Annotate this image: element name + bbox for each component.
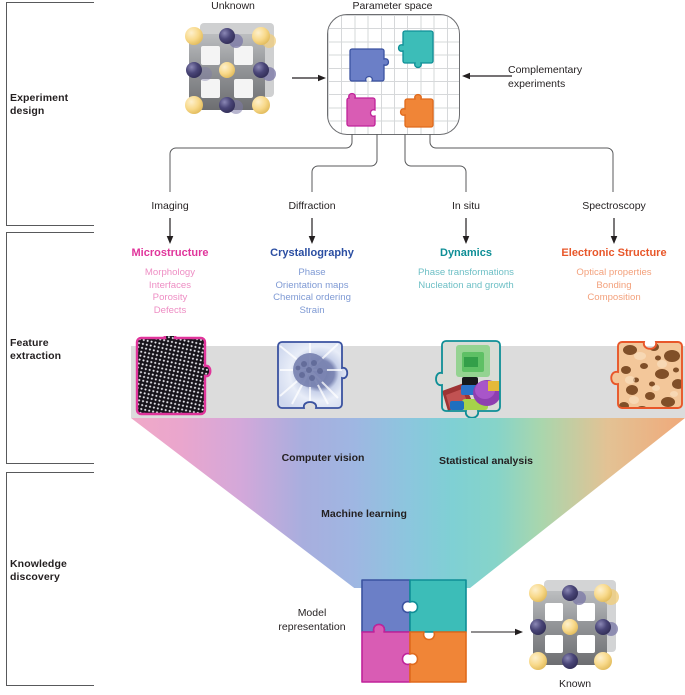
- unknown-label: Unknown: [211, 0, 255, 12]
- branch-technique-label: Spectroscopy: [582, 200, 646, 212]
- stage-label-line1: Knowledge: [10, 558, 67, 570]
- branch-item: Phase transformations: [418, 266, 514, 278]
- feature-extraction-band: [131, 346, 685, 418]
- branch-items-crystallography: Phase Orientation maps Chemical ordering…: [247, 267, 377, 318]
- branch-technique-label: Diffraction: [288, 200, 336, 212]
- analysis-funnel: [131, 418, 685, 588]
- branch-items-electronic-structure: Optical properties Bonding Composition: [543, 267, 685, 305]
- model-label-line2: representation: [278, 620, 346, 633]
- arrow-model-to-known: [471, 624, 523, 636]
- parameter-space-label: Parameter space: [352, 0, 433, 12]
- branch-item: Defects: [153, 304, 187, 316]
- branch-connectors: [169, 134, 614, 192]
- complementary-line1: Complementary: [508, 64, 583, 76]
- branch-technique-label: Imaging: [151, 200, 189, 212]
- branch-heading-microstructure: Microstructure: [131, 246, 209, 259]
- branch-item: Phase: [298, 266, 326, 278]
- branch-item: Chemical ordering: [273, 292, 351, 304]
- branch-item: Composition: [587, 292, 641, 304]
- funnel-label-computer-vision: Computer vision: [281, 452, 365, 464]
- feature-piece-crystallography: [276, 340, 362, 425]
- puzzle-piece-teal: [397, 29, 439, 71]
- branch-column-diffraction: Diffraction Crystallography Phase Orient…: [247, 200, 377, 318]
- model-label-line1: Model: [297, 607, 327, 619]
- stage-label-line2: discovery: [10, 571, 60, 584]
- stage-bracket-feature-extraction: [6, 232, 94, 464]
- puzzle-piece-magenta: [341, 90, 383, 132]
- branch-item: Optical properties: [576, 266, 652, 278]
- model-representation-puzzle: [358, 576, 470, 691]
- branch-item: Orientation maps: [275, 279, 349, 291]
- arrow-down-icon: [166, 217, 174, 244]
- branch-items-dynamics: Phase transformations Nucleation and gro…: [391, 267, 541, 292]
- branch-item: Strain: [299, 304, 325, 316]
- feature-piece-microstructure: [131, 331, 215, 425]
- stage-label-feature-extraction: Feature extraction: [10, 337, 61, 364]
- puzzle-piece-blue: [348, 47, 390, 87]
- stage-label-line2: extraction: [10, 350, 62, 363]
- branch-column-spectroscopy: Spectroscopy Electronic Structure Optica…: [543, 200, 685, 305]
- stage-label-line2: design: [10, 105, 45, 118]
- branch-item: Morphology: [144, 266, 196, 278]
- branch-item: Nucleation and growth: [418, 279, 514, 291]
- stage-label-line1: Experiment: [10, 92, 69, 104]
- branch-item: Interfaces: [148, 279, 192, 291]
- arrow-down-icon: [462, 217, 470, 244]
- branch-item: Porosity: [152, 292, 188, 304]
- stage-label-experiment-design: Experiment design: [10, 92, 68, 119]
- branch-heading-dynamics: Dynamics: [440, 246, 492, 259]
- puzzle-piece-orange: [397, 93, 441, 133]
- stage-bracket-knowledge-discovery: [6, 472, 94, 686]
- unknown-crystal-lattice: [183, 22, 283, 127]
- branch-items-microstructure: Morphology Interfaces Porosity Defects: [110, 267, 230, 318]
- stage-bracket-experiment-design: [6, 2, 94, 226]
- funnel-label-statistical-analysis: Statistical analysis: [439, 455, 533, 467]
- stage-label-knowledge-discovery: Knowledge discovery: [10, 558, 67, 585]
- complementary-line2: experiments: [508, 77, 566, 90]
- arrow-unknown-to-parameter-space: [292, 70, 326, 82]
- feature-piece-dynamics: [434, 339, 516, 430]
- branch-column-in-situ: In situ Dynamics Phase transformations N…: [391, 200, 541, 292]
- known-label: Known: [558, 678, 592, 690]
- branch-technique-label: In situ: [451, 200, 480, 212]
- stage-label-line1: Feature: [10, 337, 49, 349]
- arrow-complementary-experiments: [462, 68, 512, 80]
- branch-heading-electronic-structure: Electronic Structure: [561, 246, 667, 259]
- model-representation-label: Model representation: [262, 607, 362, 634]
- known-crystal-lattice: [527, 579, 623, 675]
- funnel-label-machine-learning: Machine learning: [321, 508, 407, 520]
- branch-heading-crystallography: Crystallography: [270, 246, 354, 259]
- complementary-experiments-label: Complementary experiments: [508, 64, 638, 91]
- feature-piece-electronic-structure: [600, 340, 685, 425]
- arrow-down-icon: [308, 217, 316, 244]
- parameter-space-box: [327, 14, 460, 135]
- branch-item: Bonding: [596, 279, 632, 291]
- branch-column-imaging: Imaging Microstructure Morphology Interf…: [110, 200, 230, 318]
- arrow-down-icon: [610, 217, 618, 244]
